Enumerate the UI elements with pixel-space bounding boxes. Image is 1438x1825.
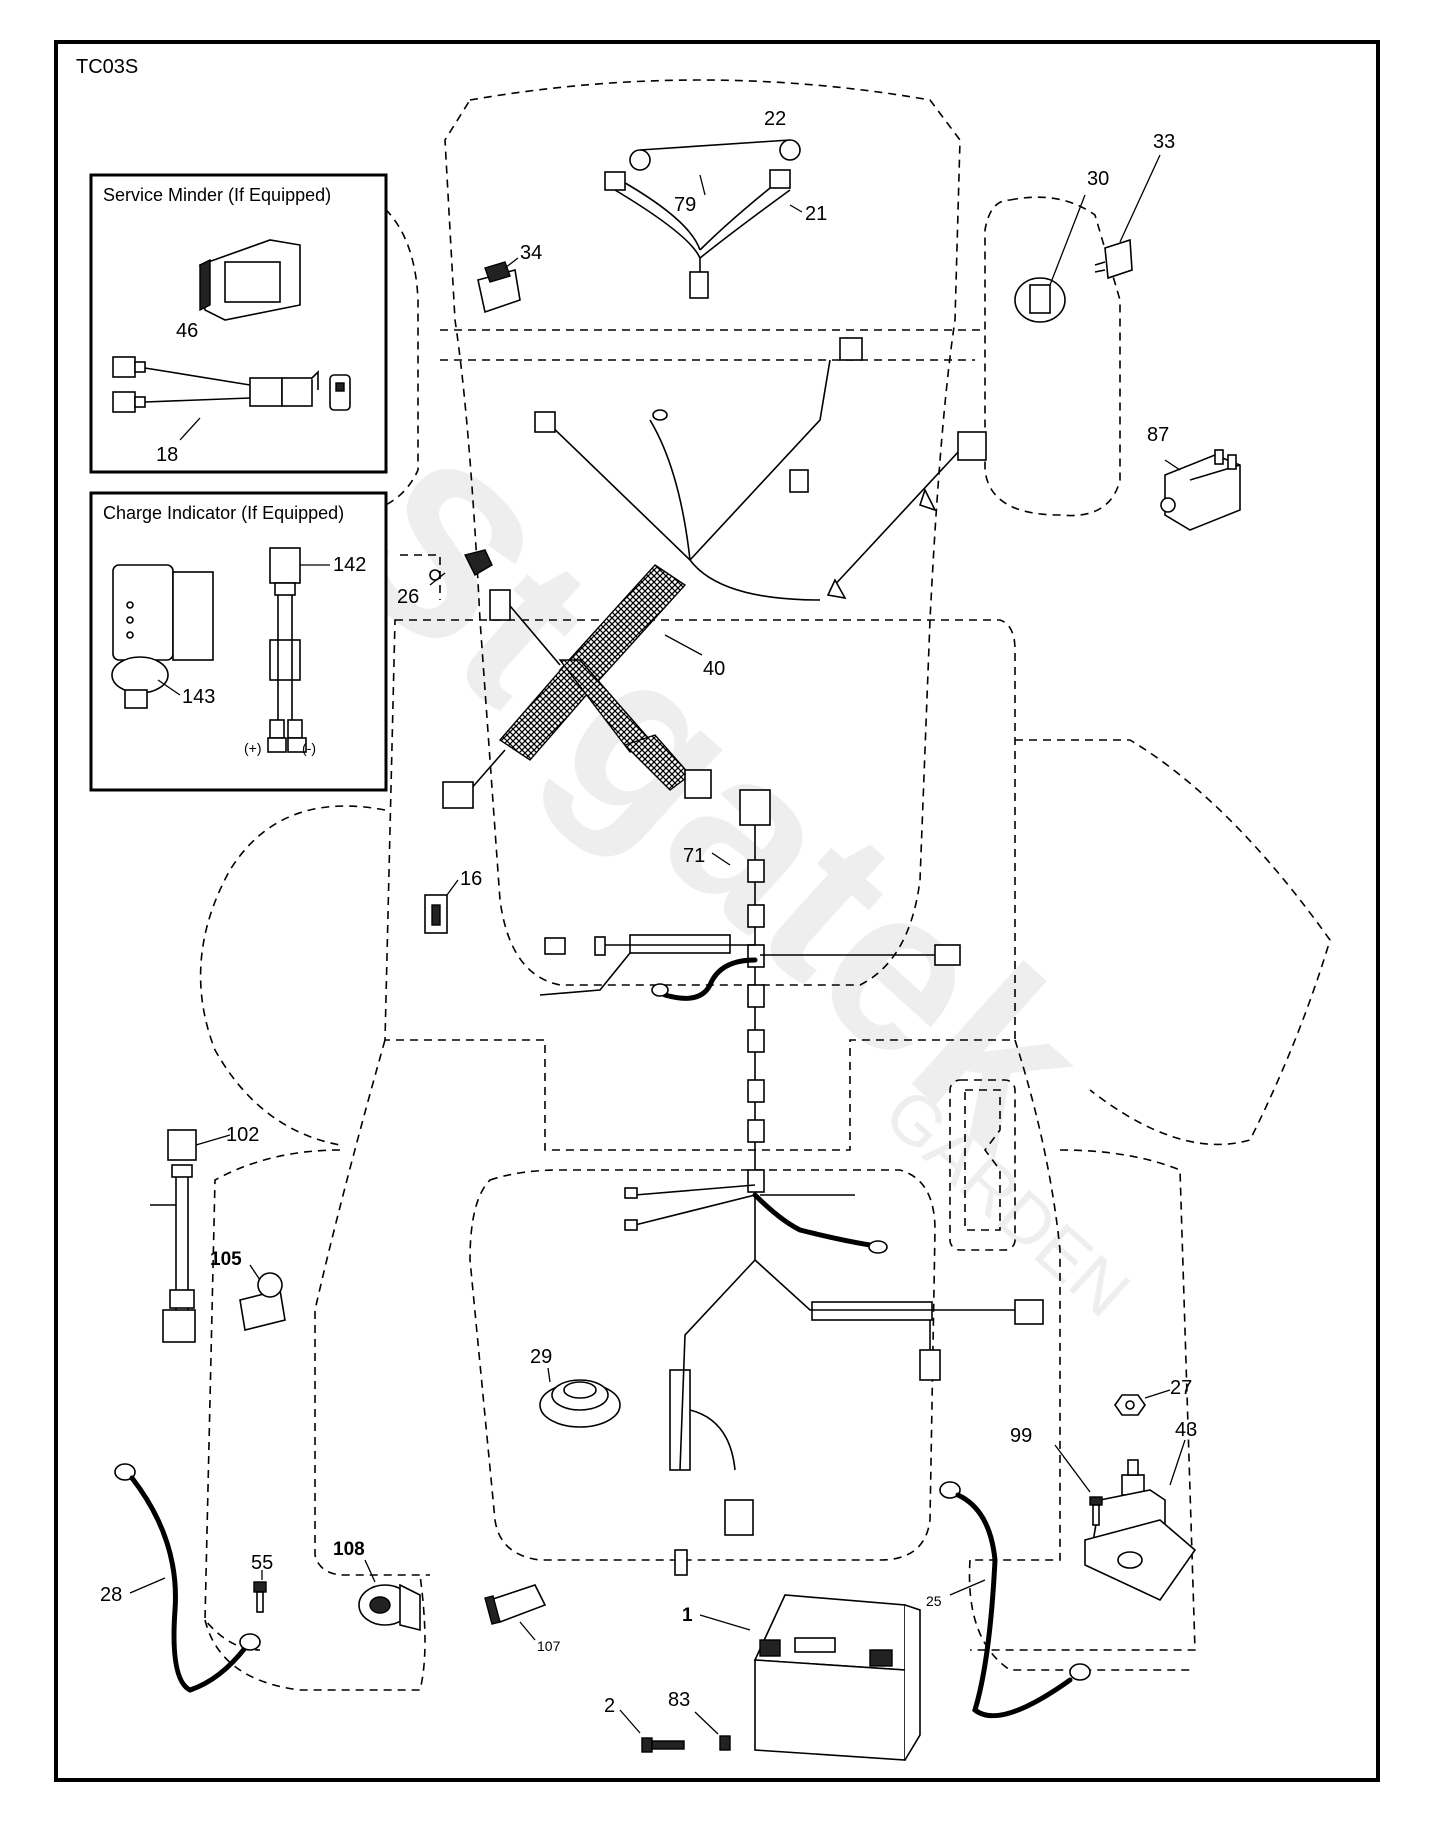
label-18: 18 (156, 444, 178, 466)
label-83: 83 (668, 1689, 690, 1711)
watermark-brand: Stigatek (297, 405, 1135, 1195)
label-142: 142 (333, 554, 366, 576)
ignition-switch-30 (1014, 194, 1086, 323)
part-16 (424, 879, 459, 934)
label-1: 1 (682, 1605, 693, 1626)
bolt-99 (1054, 1444, 1103, 1526)
headlight-harness (604, 139, 801, 299)
bottom-right-pan (968, 1559, 1195, 1671)
service-minder-display (199, 239, 301, 321)
label-79: 79 (674, 194, 696, 216)
diagram-code: TC03S (76, 56, 138, 78)
watermark: Stigatek GARDEN (297, 405, 1145, 1331)
deck-right (970, 1149, 1196, 1651)
service-minder-harness (112, 356, 351, 413)
label-71: 71 (683, 845, 705, 867)
charge-indicator-title: Charge Indicator (If Equipped) (103, 503, 344, 523)
label-26: 26 (397, 586, 419, 608)
battery-1 (699, 1594, 921, 1761)
switch-87 (1160, 449, 1241, 531)
hood-outline (444, 79, 961, 986)
outer-frame (54, 40, 1380, 1782)
main-harness-40 (442, 337, 987, 809)
label-107: 107 (537, 1638, 561, 1654)
charge-indicator-harness (267, 547, 307, 753)
bolt-2 (619, 1709, 685, 1753)
seat-outline (384, 619, 1016, 1151)
label-16: 16 (460, 868, 482, 890)
label-46: 46 (176, 320, 198, 342)
label-105: 105 (210, 1249, 242, 1270)
label-102: 102 (226, 1124, 259, 1146)
label-43: 43 (1175, 1419, 1197, 1441)
label-21: 21 (805, 203, 827, 225)
charge-indicator-box: Charge Indicator (If Equipped) 143 142 (… (89, 491, 388, 792)
label-29: 29 (530, 1346, 552, 1368)
fuse-26 (400, 549, 493, 600)
nut-27 (1114, 1389, 1171, 1416)
charge-indicator-unit (111, 564, 214, 709)
switch-34 (477, 261, 521, 314)
minus-terminal-label: (-) (302, 740, 316, 756)
floor-inner (469, 1169, 936, 1561)
label-143: 143 (182, 686, 215, 708)
right-wheel (1015, 739, 1331, 1146)
bottom-left-pan (204, 1574, 426, 1691)
cable-28 (114, 1463, 261, 1693)
label-28: 28 (100, 1584, 122, 1606)
part-29 (539, 1367, 621, 1428)
part-107 (484, 1584, 547, 1641)
label-87: 87 (1147, 424, 1169, 446)
bolt-55 (253, 1570, 267, 1613)
part-33 (1094, 154, 1161, 280)
tractor-outline (199, 79, 1331, 1691)
service-minder-title: Service Minder (If Equipped) (103, 185, 331, 205)
label-2: 2 (604, 1695, 615, 1717)
right-dash-outline (984, 196, 1121, 517)
label-30: 30 (1087, 168, 1109, 190)
label-25: 25 (926, 1593, 942, 1609)
cable-25 (939, 1481, 1091, 1719)
label-34: 34 (520, 242, 542, 264)
plus-terminal-label: (+) (244, 740, 262, 756)
label-55: 55 (251, 1552, 273, 1574)
floor-right (970, 1039, 1061, 1561)
nut-83 (694, 1711, 731, 1751)
label-33: 33 (1153, 131, 1175, 153)
solenoid-43 (1084, 1439, 1197, 1602)
part-102 (150, 1129, 231, 1343)
part-105 (239, 1264, 286, 1331)
harness-71 (539, 789, 1044, 1576)
floor-left (314, 1039, 430, 1576)
label-99: 99 (1010, 1425, 1032, 1447)
service-minder-box: Service Minder (If Equipped) 46 18 (89, 173, 388, 474)
label-40: 40 (703, 658, 725, 680)
part-108 (358, 1559, 421, 1632)
left-wheel (199, 805, 386, 1146)
label-22: 22 (764, 108, 786, 130)
deck-left (204, 1149, 341, 1651)
pedal-inner (964, 1089, 1001, 1231)
label-108: 108 (333, 1539, 365, 1560)
label-27: 27 (1170, 1377, 1192, 1399)
